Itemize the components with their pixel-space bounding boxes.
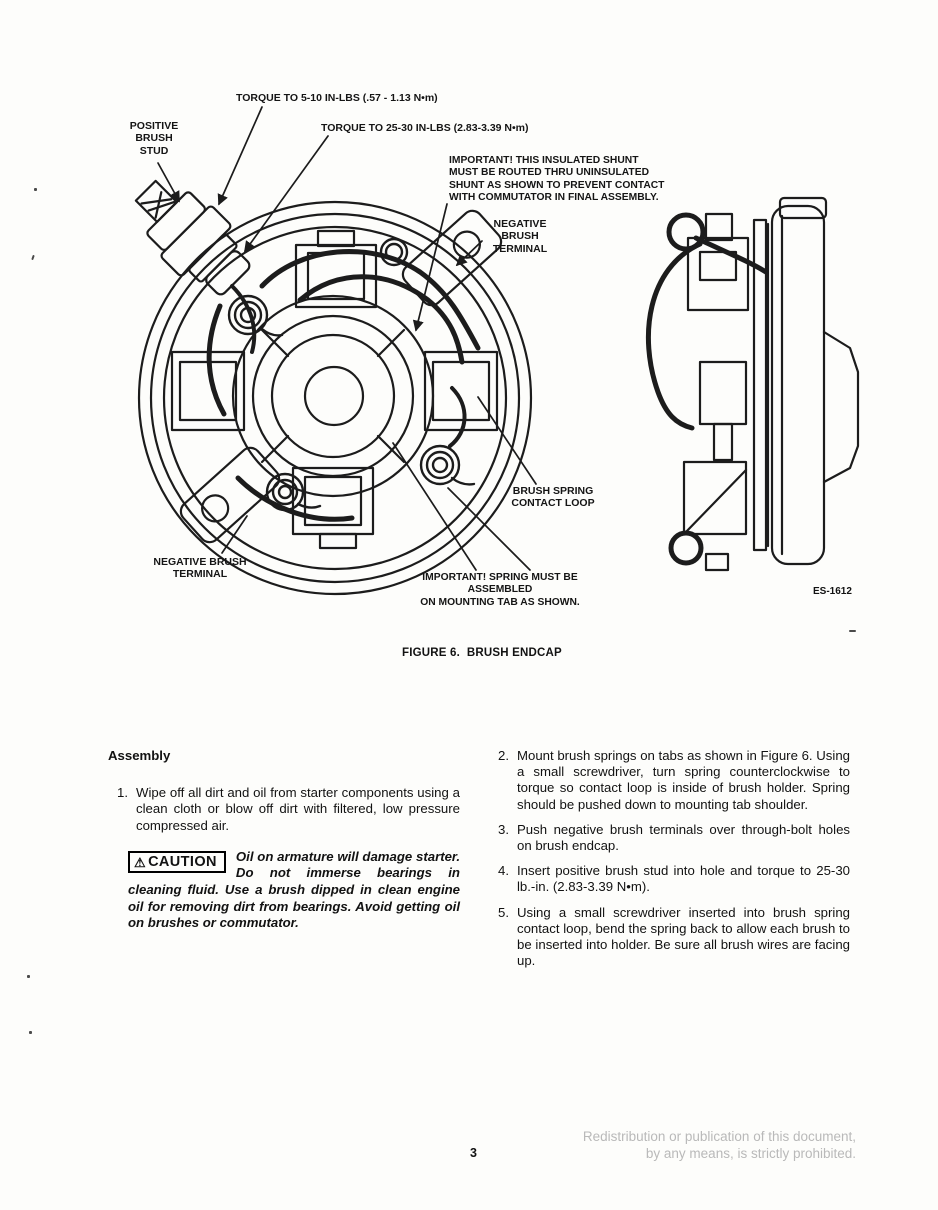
watermark-line-1: Redistribution or publication of this do… — [582, 1129, 856, 1144]
assembly-step-5: 5. Using a small screwdriver inserted in… — [498, 905, 850, 970]
caution-paragraph: ⚠ CAUTION Oil on armature will damage st… — [128, 849, 460, 932]
scan-artifact — [849, 630, 856, 632]
step-text: Push negative brush terminals over throu… — [517, 821, 850, 854]
label-negative-brush-terminal-lower: NEGATIVE BRUSH TERMINAL — [153, 556, 247, 581]
negative-terminal-lower — [177, 444, 283, 547]
scan-artifact — [29, 1031, 32, 1034]
leader-lines — [158, 107, 536, 570]
step-number: 2. — [498, 748, 509, 763]
label-insulated-shunt-note: IMPORTANT! THIS INSULATED SHUNT MUST BE … — [449, 155, 665, 204]
label-brush-spring-contact-loop: BRUSH SPRING CONTACT LOOP — [511, 485, 595, 510]
page-number: 3 — [470, 1146, 477, 1160]
endcap-front-view — [120, 165, 531, 594]
step-number: 5. — [498, 904, 509, 920]
step-text: Using a small screwdriver inserted into … — [517, 904, 850, 969]
caution-box: ⚠ CAUTION — [128, 850, 226, 874]
step-text: Mount brush springs on tabs as shown in … — [517, 748, 850, 812]
label-torque-5-10: TORQUE TO 5-10 IN-LBS (.57 - 1.13 N•m) — [236, 92, 438, 104]
caution-label: CAUTION — [148, 853, 217, 870]
label-spring-mounting-note: IMPORTANT! SPRING MUST BE ASSEMBLED ON M… — [420, 572, 580, 608]
label-positive-brush-stud: POSITIVE BRUSH STUD — [129, 120, 179, 157]
step-number: 1. — [117, 785, 128, 801]
figure-caption: FIGURE 6. BRUSH ENDCAP — [402, 647, 562, 659]
step-number: 4. — [498, 863, 509, 879]
figure-6-diagram — [0, 0, 938, 690]
drawing-code: ES-1612 — [813, 586, 852, 597]
assembly-right-column: 2. Mount brush springs on tabs as shown … — [498, 748, 850, 978]
scan-artifact — [34, 188, 37, 191]
assembly-step-4: 4. Insert positive brush stud into hole … — [498, 863, 850, 895]
assembly-left-column: Assembly 1. Wipe off all dirt and oil fr… — [108, 748, 460, 932]
assembly-step-1: 1. Wipe off all dirt and oil from starte… — [108, 785, 460, 834]
caution-text: Oil on armature will damage starter. Do … — [128, 848, 460, 931]
positive-brush-stud — [120, 165, 261, 306]
assembly-step-3: 3. Push negative brush terminals over th… — [498, 822, 850, 854]
shunt-wires — [209, 251, 478, 519]
label-torque-25-30: TORQUE TO 25-30 IN-LBS (2.83-3.39 N•m) — [321, 122, 529, 134]
scan-artifact — [27, 975, 30, 978]
step-text: Insert positive brush stud into hole and… — [517, 863, 850, 895]
assembly-heading: Assembly — [108, 748, 171, 763]
watermark-line-2: by any means, is strictly prohibited. — [645, 1146, 856, 1161]
step-text: Wipe off all dirt and oil from starter c… — [136, 785, 460, 833]
caution-triangle-icon: ⚠ — [134, 854, 147, 870]
endcap-side-view — [648, 198, 858, 570]
step-number: 3. — [498, 821, 509, 837]
watermark: Redistribution or publication of this do… — [583, 1128, 856, 1162]
assembly-step-2: 2. Mount brush springs on tabs as shown … — [498, 748, 850, 813]
label-negative-brush-terminal-upper: NEGATIVE BRUSH TERMINAL — [492, 218, 548, 255]
